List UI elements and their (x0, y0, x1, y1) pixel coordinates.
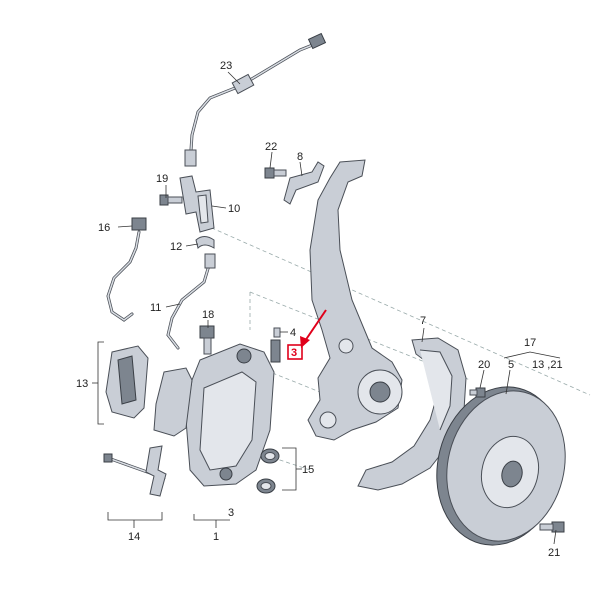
callout-19: 19 (156, 173, 168, 185)
caliper-seals[interactable] (256, 448, 280, 494)
bolt-19[interactable] (159, 194, 183, 206)
bleeder-valve[interactable] (270, 327, 281, 363)
callout-22: 22 (265, 141, 277, 153)
bolt-21[interactable] (539, 521, 565, 533)
callout-4: 4 (290, 327, 296, 339)
callout-20: 20 (478, 359, 490, 371)
callout-17: 17 (524, 337, 536, 349)
callout-21: 21 (548, 547, 560, 559)
screw-20[interactable] (469, 387, 486, 398)
callout-12: 12 (170, 241, 182, 253)
callout-1: 1 (213, 531, 219, 543)
callout-17-subitems: 13 ,21 (532, 359, 563, 371)
callout-7: 7 (420, 315, 426, 327)
callout-14: 14 (128, 531, 140, 543)
wear-sensor-wire[interactable] (106, 217, 147, 322)
callout-23: 23 (220, 60, 232, 72)
leader-lines (92, 71, 561, 545)
guide-pins-and-spring[interactable] (103, 445, 167, 497)
callout-8: 8 (297, 151, 303, 163)
hose-bracket[interactable] (179, 175, 215, 233)
splash-shield[interactable] (357, 337, 467, 491)
callout-3-highlighted: 3 (291, 347, 297, 359)
brake-hose[interactable] (184, 32, 327, 167)
callout-11: 11 (150, 302, 161, 314)
clip-12[interactable] (195, 236, 215, 249)
highlight-pointer (287, 309, 327, 360)
callout-labels: 23 22 8 19 10 16 12 11 18 4 3 7 17 20 5 … (76, 60, 563, 559)
callout-18: 18 (202, 309, 214, 321)
brake-line[interactable] (166, 253, 216, 350)
brake-pads[interactable] (105, 345, 193, 437)
callout-15: 15 (302, 464, 314, 476)
brake-caliper[interactable] (185, 343, 275, 487)
callout-10: 10 (228, 203, 240, 215)
steering-knuckle[interactable] (307, 159, 403, 441)
callout-5: 5 (508, 359, 514, 371)
callout-13: 13 (76, 378, 88, 390)
bolt-22[interactable] (264, 167, 287, 179)
sensor-bracket[interactable] (283, 161, 325, 205)
callout-16: 16 (98, 222, 110, 234)
highlight-box-3 (287, 344, 303, 360)
brake-disc[interactable] (420, 373, 580, 558)
bolt-18[interactable] (199, 325, 215, 355)
callout-3: 3 (228, 507, 234, 519)
